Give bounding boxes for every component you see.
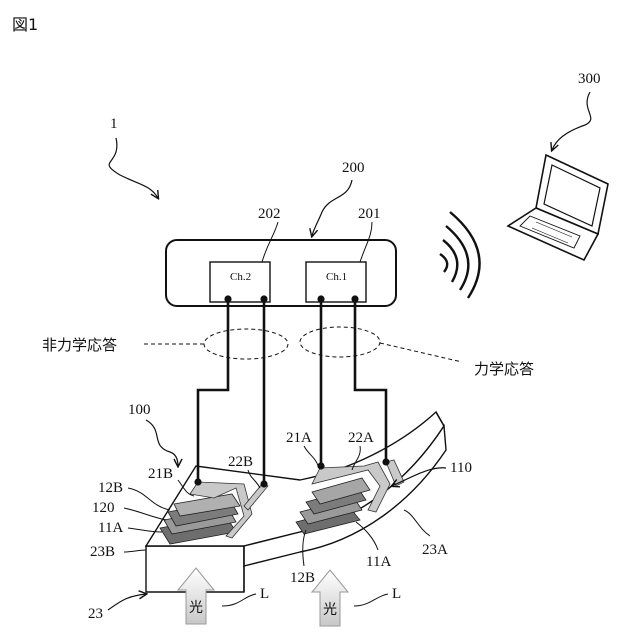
ref-12B-right: 12B bbox=[290, 570, 315, 586]
ref-sensor-device: 100 bbox=[128, 402, 151, 418]
ref-11A-left: 11A bbox=[98, 520, 123, 536]
mechanical-leader bbox=[380, 343, 462, 362]
ref-channel2: 202 bbox=[258, 206, 281, 222]
figure-title: 図1 bbox=[12, 15, 38, 34]
channel1-label: Ch.1 bbox=[326, 271, 347, 283]
ref-measuring-device-leader bbox=[312, 180, 352, 236]
ref-12B-left: 12B bbox=[98, 480, 123, 496]
ref-light-L-right-leader bbox=[354, 594, 388, 606]
non-mechanical-response-label: 非力学応答 bbox=[42, 336, 117, 354]
ref-23A: 23A bbox=[422, 542, 448, 558]
ref-23B-leader bbox=[124, 550, 146, 552]
channel2-label: Ch.2 bbox=[230, 271, 251, 283]
ref-system-leader bbox=[109, 138, 158, 198]
wires bbox=[198, 299, 386, 484]
mechanical-response-label: 力学応答 bbox=[474, 360, 534, 378]
ref-22B: 22B bbox=[228, 454, 253, 470]
light-label-left: 光 bbox=[189, 600, 203, 616]
ref-sensor-device-leader bbox=[146, 420, 178, 466]
mechanical-ellipse bbox=[300, 327, 380, 357]
light-label-right: 光 bbox=[323, 602, 337, 618]
laptop-icon bbox=[508, 155, 608, 260]
ref-terminal: 300 bbox=[578, 71, 601, 87]
ref-measuring-device: 200 bbox=[342, 160, 365, 176]
wireless-signal-icon bbox=[440, 212, 480, 298]
ref-23-leader bbox=[108, 594, 146, 610]
ref-120: 120 bbox=[92, 500, 115, 516]
ref-21A-leader bbox=[304, 446, 318, 466]
ref-120-leader bbox=[124, 508, 166, 520]
electrode-22A-terminal bbox=[382, 458, 389, 465]
ref-23A-leader bbox=[404, 510, 430, 536]
ref-21B: 21B bbox=[148, 466, 173, 482]
electrode-21A-terminal bbox=[317, 462, 324, 469]
ref-terminal-leader bbox=[552, 92, 591, 150]
electrode-21B-terminal bbox=[194, 478, 201, 485]
ref-21A: 21A bbox=[286, 430, 312, 446]
ref-23B: 23B bbox=[90, 544, 115, 560]
ref-light-L-left-leader bbox=[222, 594, 256, 606]
non-mechanical-ellipse bbox=[204, 329, 288, 359]
ref-light-L-left: L bbox=[260, 586, 269, 602]
ref-22A: 22A bbox=[348, 430, 374, 446]
ref-23: 23 bbox=[88, 606, 103, 622]
ref-12B-left-leader bbox=[128, 488, 170, 510]
ref-system: 1 bbox=[110, 116, 118, 132]
ref-light-L-right: L bbox=[392, 586, 401, 602]
ref-11A-right: 11A bbox=[366, 554, 391, 570]
ref-sensor-unit: 110 bbox=[450, 460, 472, 476]
ref-channel1: 201 bbox=[358, 206, 381, 222]
electrode-22B-terminal bbox=[260, 480, 267, 487]
